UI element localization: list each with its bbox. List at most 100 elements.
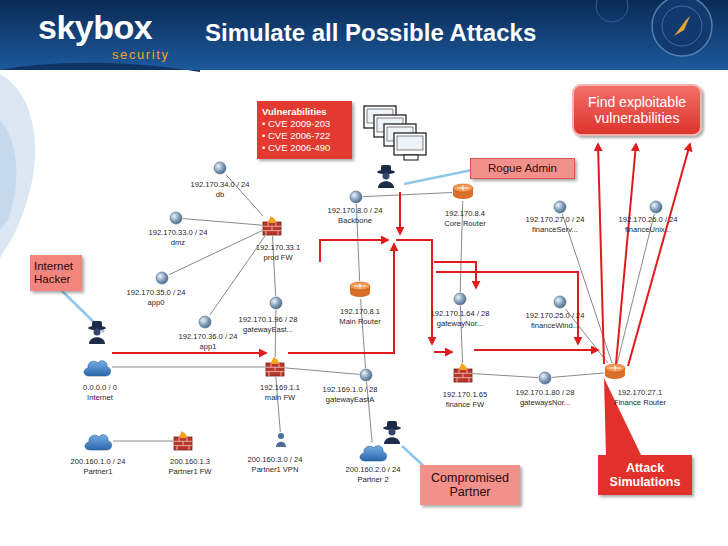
subnet-icon: [170, 212, 182, 224]
node-name: gatewayEast...: [243, 325, 293, 335]
firewall-bricks: [454, 369, 472, 382]
decor-ring: [596, 0, 628, 22]
subnet-node: 192.169.1.0 / 28gatewayEastA: [359, 368, 373, 382]
server-monitor: [394, 133, 426, 155]
firewall-node-icon: [265, 357, 285, 377]
callout-text: Internet Hacker: [34, 260, 78, 286]
hacker-body: [384, 437, 400, 444]
attack-path: [434, 262, 476, 288]
vpn-icon: [278, 433, 284, 439]
network-link: [113, 441, 173, 442]
subnet-node: 192.170.33.0 / 24dmz: [169, 211, 183, 225]
callout-text: • CVE 2006-722: [262, 130, 330, 142]
callout-text: Rogue Admin: [488, 162, 557, 175]
node-name: Partner1 VPN: [252, 465, 299, 475]
subnet-node: 192.170.35.0 / 24app0: [155, 271, 169, 285]
subnet-node-icon: [169, 211, 183, 225]
firewall-node: 192.170.33.1prod FW: [262, 216, 282, 236]
router-top: [350, 282, 370, 290]
router-node: 192.170.8.4Core Router: [452, 183, 474, 201]
callout-text: Compromised Partner: [424, 471, 516, 500]
node-name: financeUnix...: [625, 225, 671, 235]
hacker-face: [383, 173, 390, 180]
hacker-face: [389, 429, 396, 436]
server-screen: [397, 136, 423, 150]
subnet-node-icon: [155, 271, 169, 285]
subnet-node: 192.170.27.0 / 24financeServ...: [553, 200, 567, 214]
firewall-node: 192.169.1.1main FW: [265, 357, 285, 377]
hacker-body: [89, 337, 105, 344]
router-arrows: [354, 284, 366, 289]
subnet-node: 192.170.36.0 / 24app1: [198, 315, 212, 329]
firewall-bricks: [263, 222, 281, 235]
hacker-icon: [88, 321, 106, 344]
callout-text: Find exploitable vulnerabilities: [576, 94, 698, 126]
subnet-node: 192.170.25.0 / 24financeWind...: [553, 295, 567, 309]
attack-path: [288, 244, 394, 353]
node-name: prod FW: [263, 253, 292, 263]
subnet-icon: [350, 191, 362, 203]
address-label: 192.170.1.96 / 28: [238, 315, 297, 325]
firewall-bricks: [266, 363, 284, 376]
subnet-node-icon: [349, 190, 363, 204]
firewall-bricks: [174, 437, 192, 450]
subnet-node-icon: [649, 200, 663, 214]
subnet-node: 192.170.34.0 / 24db: [213, 161, 227, 175]
subnet-node: 192.170.1.96 / 28gatewayEast...: [269, 296, 283, 310]
network-link: [473, 374, 538, 378]
attack-path: [112, 352, 266, 354]
callout-text: Attack Simulations: [602, 461, 688, 490]
hacker-icon: [383, 421, 401, 444]
network-link: [169, 231, 262, 275]
router-arrows: [609, 366, 621, 371]
subnet-node: 192.170.8.0 / 24Backbone: [349, 190, 363, 204]
vpn-node: 200.160.3.0 / 24Partner1 VPN: [274, 432, 288, 448]
cloud-icon: [85, 434, 112, 449]
node-name: main FW: [265, 393, 295, 403]
address-label: 192.170.26.0 / 24: [618, 215, 677, 225]
network-link: [183, 219, 262, 226]
attack-path: [616, 144, 636, 364]
logo-tagline: security: [112, 47, 170, 62]
subnet-node-icon: [553, 200, 567, 214]
network-link: [562, 214, 612, 363]
node-name: Finance Router: [614, 398, 666, 408]
firewall-node: 200.160.1.3Partner1 FW: [173, 431, 193, 451]
hacker-face: [94, 329, 101, 336]
cloud-node: 200.160.2.0 / 24Partner 2: [358, 443, 388, 462]
threat-callout: Compromised Partner: [420, 465, 520, 505]
firewall-wall: [454, 369, 472, 382]
firewall-flame: [179, 431, 186, 438]
vulnerability-callout: Vulnerabilities• CVE 2009-203• CVE 2006-…: [257, 101, 352, 159]
callout-text: • CVE 2006-490: [262, 142, 330, 154]
firewall-node: 192.170.1.65finance FW: [453, 363, 473, 383]
firewall-node-icon: [262, 216, 282, 236]
address-label: 192.169.1.1: [260, 383, 300, 393]
node-name: Core Router: [444, 219, 485, 229]
firewall-node-icon: [173, 431, 193, 451]
address-label: 192.170.33.0 / 24: [148, 228, 207, 238]
hacker-body: [378, 181, 394, 188]
attack-path: [474, 349, 598, 351]
address-label: 192.170.33.1: [256, 243, 300, 253]
node-name: Partner1: [83, 467, 112, 477]
router-top: [605, 364, 625, 372]
threat-callout: Internet Hacker: [30, 255, 82, 291]
node-name: Internet: [87, 393, 113, 403]
attack-path: [434, 351, 452, 353]
hacker-icon: [377, 165, 395, 188]
router-top: [453, 184, 473, 192]
address-label: 192.170.8.4: [445, 209, 485, 219]
address-label: 200.160.2.0 / 24: [346, 465, 401, 475]
subnet-node-icon: [359, 368, 373, 382]
subnet-icon: [270, 297, 282, 309]
node-name: financeServ...: [532, 225, 578, 235]
attack-path: [320, 240, 388, 262]
callout-text: • CVE 2009-203: [262, 118, 330, 130]
address-label: 192.170.36.0 / 24: [178, 332, 237, 342]
subnet-node: 192.170.1.64 / 28gatewayNor...: [453, 292, 467, 306]
address-label: 192.170.27.0 / 24: [525, 215, 584, 225]
subnet-icon: [199, 316, 211, 328]
cloud-icon: [84, 360, 111, 375]
